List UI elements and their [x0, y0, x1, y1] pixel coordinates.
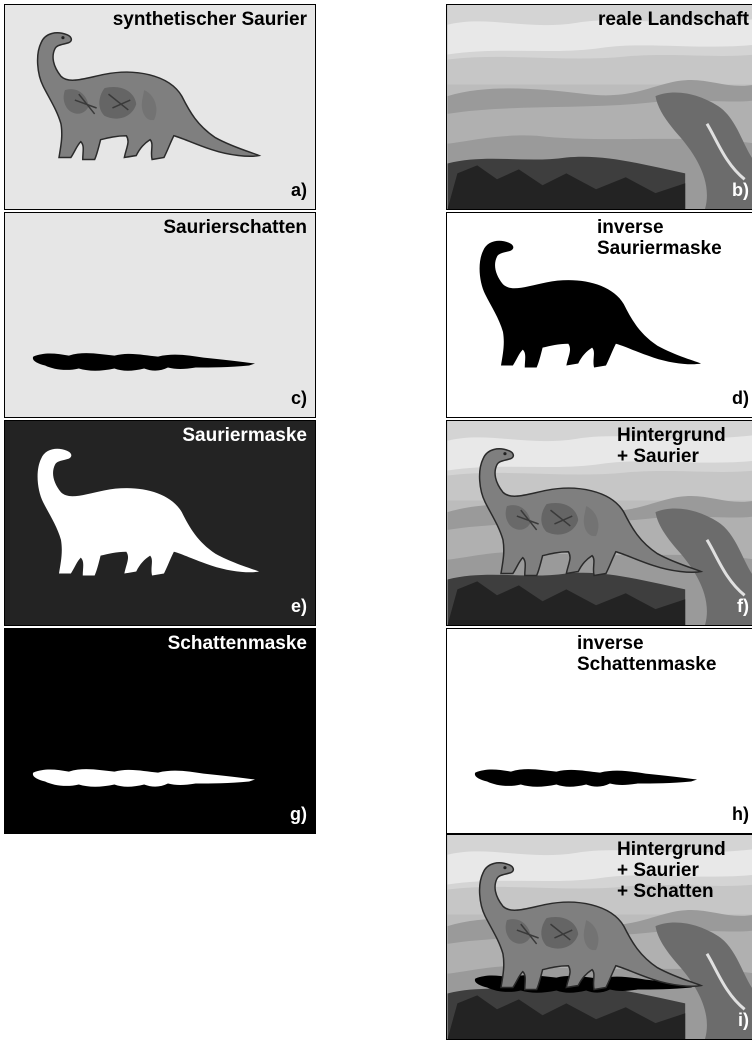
shadow-mask-shape	[5, 629, 315, 833]
panel-label: a)	[291, 180, 307, 201]
panel-title: Hintergrund + Saurier + Schatten	[617, 839, 726, 902]
panel-label: f)	[737, 596, 749, 617]
dinosaur-illustration	[5, 5, 315, 209]
panel-label: c)	[291, 388, 307, 409]
panel-background-plus-dinosaur: Hintergrund + Saurier f)	[446, 420, 752, 626]
panel-synthetic-dinosaur: synthetischer Saurier a)	[4, 4, 316, 210]
panel-label: g)	[290, 804, 307, 825]
panel-title: Schattenmaske	[168, 633, 307, 654]
panel-label: i)	[738, 1010, 749, 1031]
panel-title: reale Landschaft	[598, 9, 749, 30]
panel-title: Saurierschatten	[163, 217, 307, 238]
panel-dinosaur-shadow: Saurierschatten c)	[4, 212, 316, 418]
panel-title: Sauriermaske	[182, 425, 307, 446]
landscape-photo	[447, 5, 752, 209]
panel-title: inverse Sauriermaske	[597, 217, 722, 259]
panel-label: e)	[291, 596, 307, 617]
panel-real-landscape: reale Landschaft b)	[446, 4, 752, 210]
panel-dinosaur-mask: Sauriermaske e)	[4, 420, 316, 626]
panel-label: d)	[732, 388, 749, 409]
dinosaur-mask-shape	[5, 421, 315, 625]
panel-label: h)	[732, 804, 749, 825]
panel-title: inverse Schattenmaske	[577, 633, 716, 675]
panel-shadow-mask: Schattenmaske g)	[4, 628, 316, 834]
panel-background-dinosaur-shadow: Hintergrund + Saurier + Schatten i)	[446, 834, 752, 1040]
shadow-shape	[5, 213, 315, 417]
panel-inverse-dinosaur-mask: inverse Sauriermaske d)	[446, 212, 752, 418]
panel-title: synthetischer Saurier	[113, 9, 307, 30]
panel-inverse-shadow-mask: inverse Schattenmaske h)	[446, 628, 752, 834]
panel-title: Hintergrund + Saurier	[617, 425, 726, 467]
panel-label: b)	[732, 180, 749, 201]
